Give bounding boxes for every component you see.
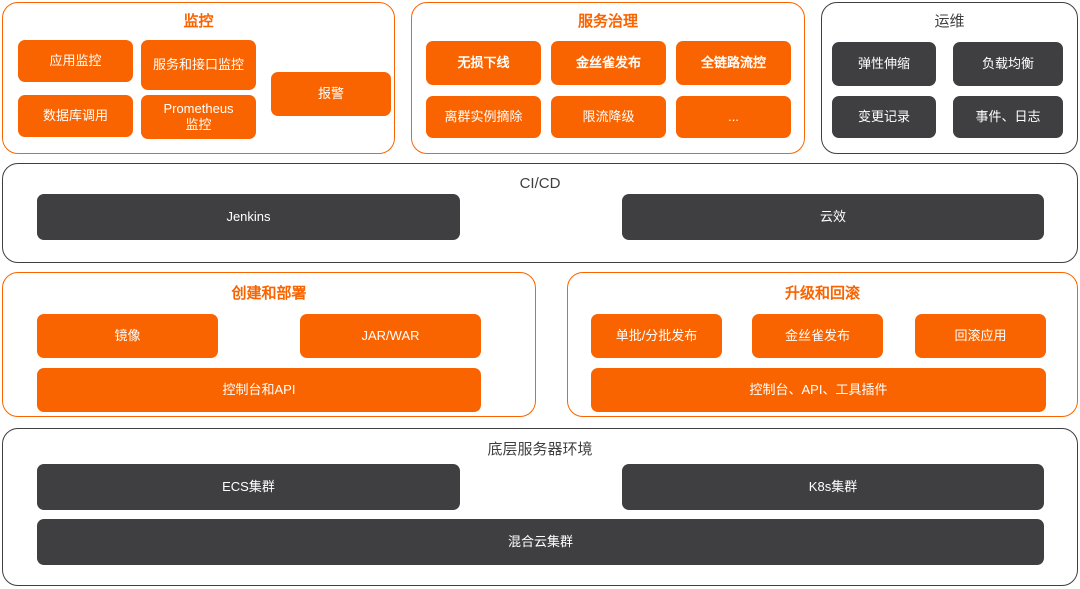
chip-alarm[interactable]: 报警 <box>271 72 391 116</box>
chip-console-and-api[interactable]: 控制台和API <box>37 368 481 412</box>
chip-application-monitoring[interactable]: 应用监控 <box>18 40 133 82</box>
chip-rollback-application[interactable]: 回滚应用 <box>915 314 1046 358</box>
chip-lossless-offline[interactable]: 无损下线 <box>426 41 541 85</box>
chip-hybrid-cloud-cluster[interactable]: 混合云集群 <box>37 519 1044 565</box>
chip-change-records[interactable]: 变更记录 <box>832 96 936 138</box>
panel-title-operations: 运维 <box>934 13 965 30</box>
chip-load-balancing[interactable]: 负载均衡 <box>953 42 1063 86</box>
chip-yunxiao[interactable]: 云效 <box>622 194 1044 240</box>
panel-title-service-governance: 服务治理 <box>577 13 638 30</box>
panel-title-create-deploy: 创建和部署 <box>231 285 307 302</box>
chip-canary-release-upgrade[interactable]: 金丝雀发布 <box>752 314 883 358</box>
chip-events-logs[interactable]: 事件、日志 <box>953 96 1063 138</box>
panel-title-monitoring: 监控 <box>183 13 214 30</box>
panel-title-cicd: CI/CD <box>519 175 561 192</box>
panel-title-upgrade-rollback: 升级和回滚 <box>784 285 860 302</box>
chip-throttling-degradation[interactable]: 限流降级 <box>551 96 666 138</box>
chip-image[interactable]: 镜像 <box>37 314 218 358</box>
chip-full-link-flow-control[interactable]: 全链路流控 <box>676 41 791 85</box>
chip-canary-release[interactable]: 金丝雀发布 <box>551 41 666 85</box>
chip-prometheus-monitoring[interactable]: Prometheus 监控 <box>141 95 256 139</box>
panel-title-infrastructure: 底层服务器环境 <box>487 441 593 458</box>
chip-console-api-plugins[interactable]: 控制台、API、工具插件 <box>591 368 1046 412</box>
chip-service-and-interface-monitoring[interactable]: 服务和接口监控 <box>141 40 256 90</box>
chip-jar-war[interactable]: JAR/WAR <box>300 314 481 358</box>
chip-jenkins[interactable]: Jenkins <box>37 194 460 240</box>
chip-elastic-scaling[interactable]: 弹性伸缩 <box>832 42 936 86</box>
chip-more-ellipsis[interactable]: ... <box>676 96 791 138</box>
chip-k8s-cluster[interactable]: K8s集群 <box>622 464 1044 510</box>
chip-ecs-cluster[interactable]: ECS集群 <box>37 464 460 510</box>
chip-single-batch-release[interactable]: 单批/分批发布 <box>591 314 722 358</box>
chip-outlier-instance-removal[interactable]: 离群实例摘除 <box>426 96 541 138</box>
chip-database-calls[interactable]: 数据库调用 <box>18 95 133 137</box>
